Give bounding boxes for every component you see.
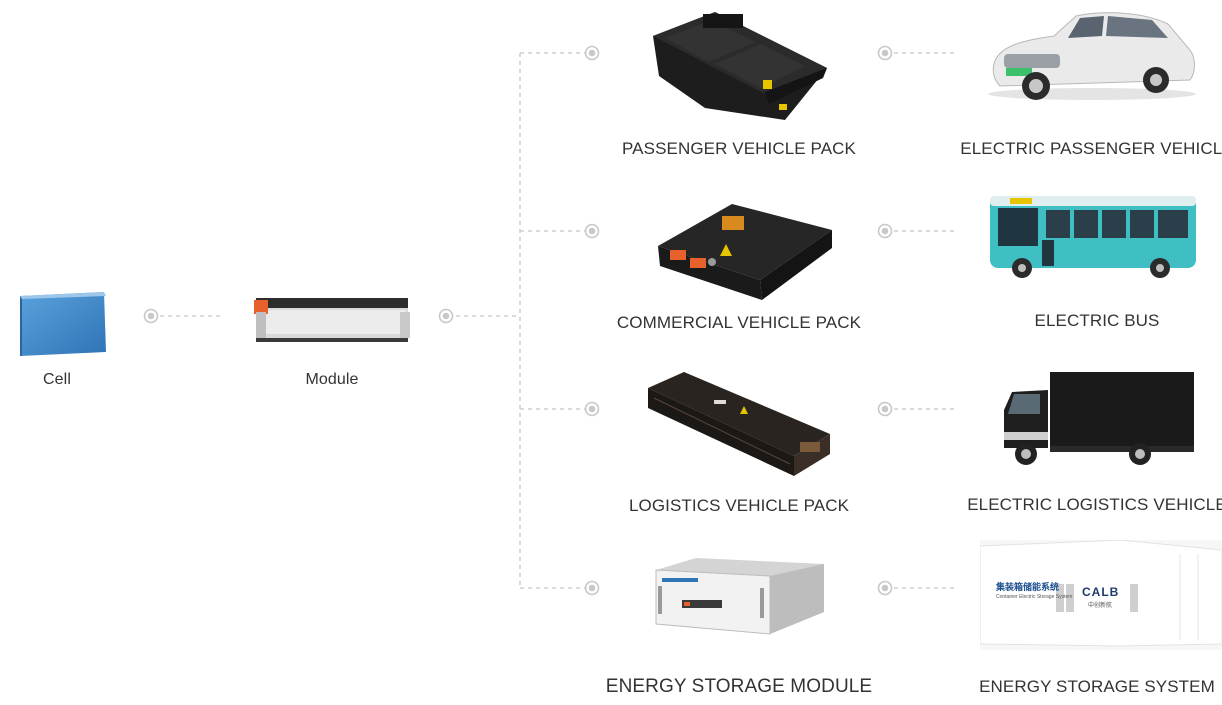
module-label: Module [305,371,359,388]
logistics-truck-image [1000,370,1196,468]
node-ring-icon [877,45,893,61]
node-ring-icon [584,580,600,596]
electric-bus-image [984,190,1200,280]
energy-storage-container-image: 集装箱储能系统 Container Electric Storage Syste… [980,540,1222,650]
passenger-pack-image [645,8,835,128]
node-ring-icon [438,308,454,324]
logistics-pack-image [644,368,834,480]
passenger-car-image [984,6,1200,102]
cell-image [16,290,108,360]
pack-label-3: LOGISTICS VEHICLE PACK [628,496,850,515]
container-cn-title: 集装箱储能系统 [996,582,1060,592]
node-ring-icon [584,223,600,239]
node-ring-icon [877,223,893,239]
node-ring-icon [143,308,159,324]
node-ring-icon [877,580,893,596]
node-ring-icon [584,401,600,417]
application-label-1: ELECTRIC PASSENGER VEHICLE [960,139,1222,158]
pack-label-1: PASSENGER VEHICLE PACK [622,139,856,158]
application-label-2: ELECTRIC BUS [1034,311,1160,330]
pack-label-2: COMMERCIAL VEHICLE PACK [616,313,862,332]
module-image [252,292,414,346]
energy-storage-module-image [652,556,828,638]
container-brand-logo: CALB [1082,585,1120,599]
container-brand-cn: 中创新航 [1088,603,1113,609]
commercial-pack-image [650,196,836,304]
node-ring-icon [584,45,600,61]
application-label-4: ENERGY STORAGE SYSTEM [979,677,1215,696]
pack-label-4: ENERGY STORAGE MODULE [605,676,873,697]
container-en-title: Container Electric Storage System [996,594,1073,600]
node-ring-icon [877,401,893,417]
cell-label: Cell [43,371,71,388]
application-label-3: ELECTRIC LOGISTICS VEHICLE [967,495,1222,514]
